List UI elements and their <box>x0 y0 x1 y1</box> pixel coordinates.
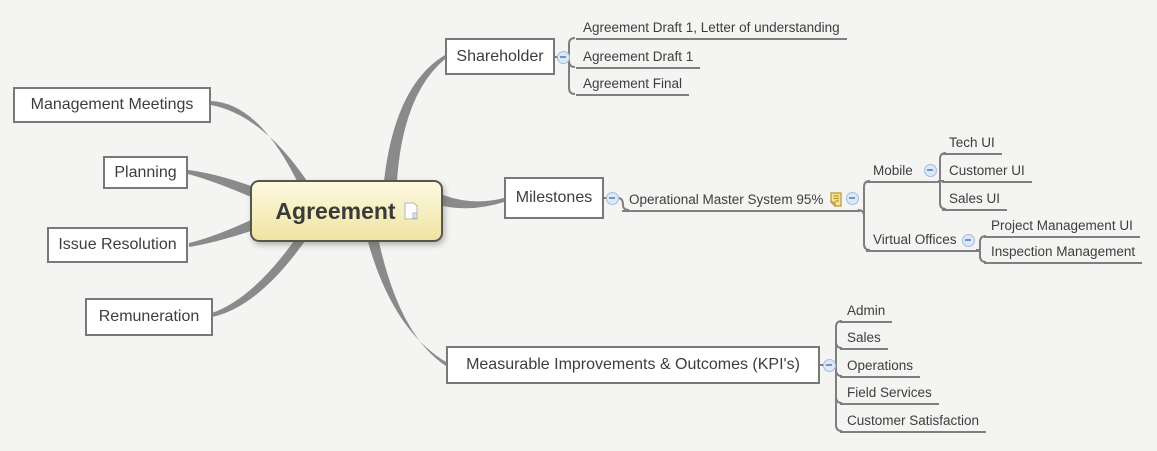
topic-milestones[interactable]: Milestones <box>504 177 604 219</box>
topic-agreement-draft-letter[interactable]: Agreement Draft 1, Letter of understandi… <box>576 17 847 40</box>
topic-tech-ui[interactable]: Tech UI <box>942 132 1002 155</box>
minus-circle-icon[interactable] <box>605 191 619 205</box>
topic-project-management-ui[interactable]: Project Management UI <box>984 215 1140 238</box>
topic-customer-satisfaction[interactable]: Customer Satisfaction <box>840 410 987 433</box>
bracket-milestones-groups <box>857 180 871 251</box>
topic-virtual-offices[interactable]: Virtual Offices <box>866 229 980 252</box>
branch-kpi <box>368 242 446 366</box>
branch-shareholder <box>384 55 445 181</box>
topic-agreement-draft-1[interactable]: Agreement Draft 1 <box>576 46 701 69</box>
topic-sales-ui[interactable]: Sales UI <box>942 188 1008 211</box>
topic-planning[interactable]: Planning <box>103 156 188 189</box>
topic-admin[interactable]: Admin <box>840 300 893 323</box>
branch-planning <box>188 170 251 197</box>
topic-management-meetings[interactable]: Management Meetings <box>13 87 211 123</box>
page-icon[interactable] <box>404 202 418 220</box>
topic-shareholder[interactable]: Shareholder <box>445 38 555 75</box>
topic-mobile[interactable]: Mobile <box>866 160 940 183</box>
minus-circle-icon[interactable] <box>923 163 937 177</box>
topic-operational-master-system[interactable]: Operational Master System 95% <box>622 189 860 212</box>
topic-measurable-improvements-kpi[interactable]: Measurable Improvements & Outcomes (KPI'… <box>446 346 820 384</box>
topic-label: Mobile <box>873 163 913 178</box>
bracket-kpi-children <box>820 320 843 432</box>
root-topic-agreement[interactable]: Agreement <box>250 180 443 242</box>
topic-operations[interactable]: Operations <box>840 355 921 378</box>
topic-label: Operational Master System 95% <box>629 192 824 207</box>
notes-icon[interactable] <box>829 192 843 207</box>
minus-circle-icon[interactable] <box>556 50 570 64</box>
topic-issue-resolution[interactable]: Issue Resolution <box>47 227 188 263</box>
minus-circle-icon[interactable] <box>961 233 975 247</box>
root-topic-label: Agreement <box>275 197 396 224</box>
topic-label: Virtual Offices <box>873 232 957 247</box>
branch-remuneration <box>212 241 305 317</box>
topic-agreement-final[interactable]: Agreement Final <box>576 73 690 96</box>
branch-management-meetings <box>211 101 307 181</box>
minus-circle-icon[interactable] <box>845 191 859 205</box>
topic-customer-ui[interactable]: Customer UI <box>942 160 1032 183</box>
topic-sales[interactable]: Sales <box>840 327 888 350</box>
bracket-shareholder-children <box>555 37 576 95</box>
topic-remuneration[interactable]: Remuneration <box>85 298 213 336</box>
topic-inspection-management[interactable]: Inspection Management <box>984 241 1143 264</box>
topic-field-services[interactable]: Field Services <box>840 382 939 405</box>
minus-circle-icon[interactable] <box>822 358 836 372</box>
branch-issue-resolution <box>189 220 251 247</box>
branch-milestones <box>443 195 504 209</box>
bracket-mobile-children <box>938 152 947 210</box>
